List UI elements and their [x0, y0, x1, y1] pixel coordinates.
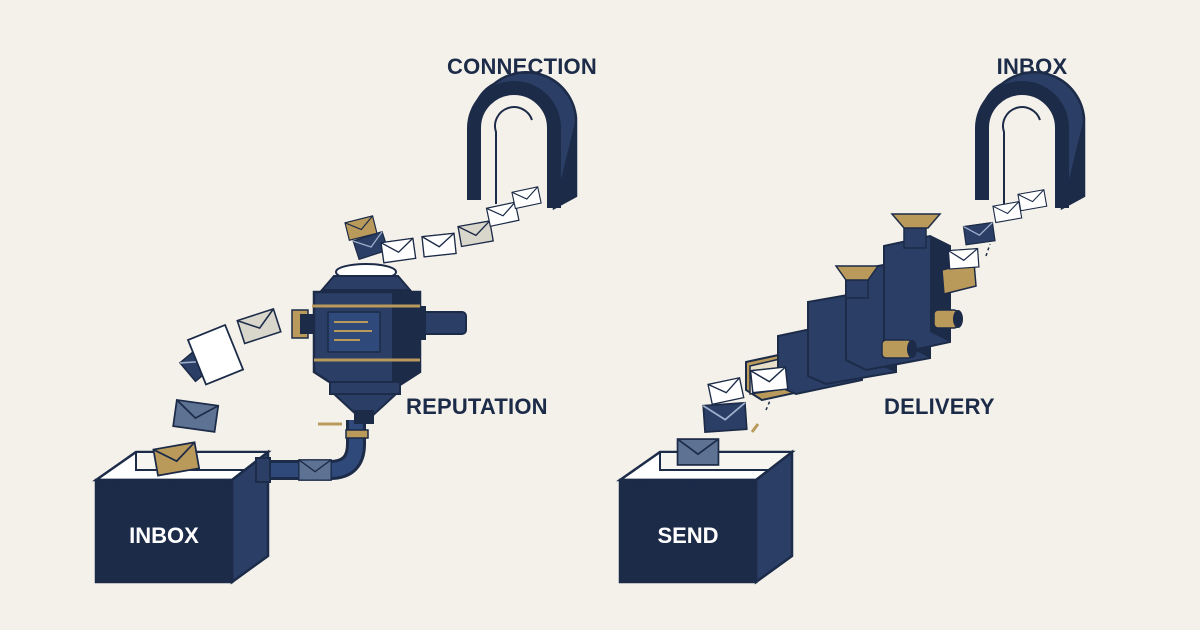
letter-sheet: [186, 323, 245, 386]
envelope-icon: [380, 237, 417, 264]
left-flow: INBOX: [92, 54, 597, 585]
envelope-icon: [992, 200, 1023, 224]
envelope-icon: [749, 366, 789, 394]
inbox-box-label: INBOX: [129, 523, 199, 548]
connection-arch: [467, 71, 578, 211]
envelope-icon: [421, 232, 457, 258]
send-box-label: SEND: [657, 523, 718, 548]
envelope-icon: [298, 459, 332, 481]
inbox-arch-label: INBOX: [997, 54, 1068, 79]
envelope-icon: [947, 247, 980, 270]
envelope-icon: [511, 186, 542, 210]
envelope-icon: [962, 221, 996, 246]
reputation-filter: [291, 263, 467, 426]
envelope-icon: [457, 220, 494, 248]
delivery-label: DELIVERY: [884, 394, 995, 419]
inbox-arch: [975, 71, 1086, 211]
envelope-icon: [676, 438, 720, 466]
envelope-icon: [1017, 189, 1048, 212]
envelope-icon: [236, 308, 282, 345]
envelope-icon: [702, 401, 748, 433]
inbox-box-left: INBOX: [92, 449, 272, 585]
envelope-icon: [707, 377, 745, 406]
reputation-label: REPUTATION: [406, 394, 548, 419]
send-box: SEND: [616, 449, 796, 585]
envelope-icon: [172, 399, 220, 433]
envelope-icon: [485, 201, 520, 227]
right-flow: SEND: [616, 54, 1086, 585]
connection-label: CONNECTION: [447, 54, 597, 79]
